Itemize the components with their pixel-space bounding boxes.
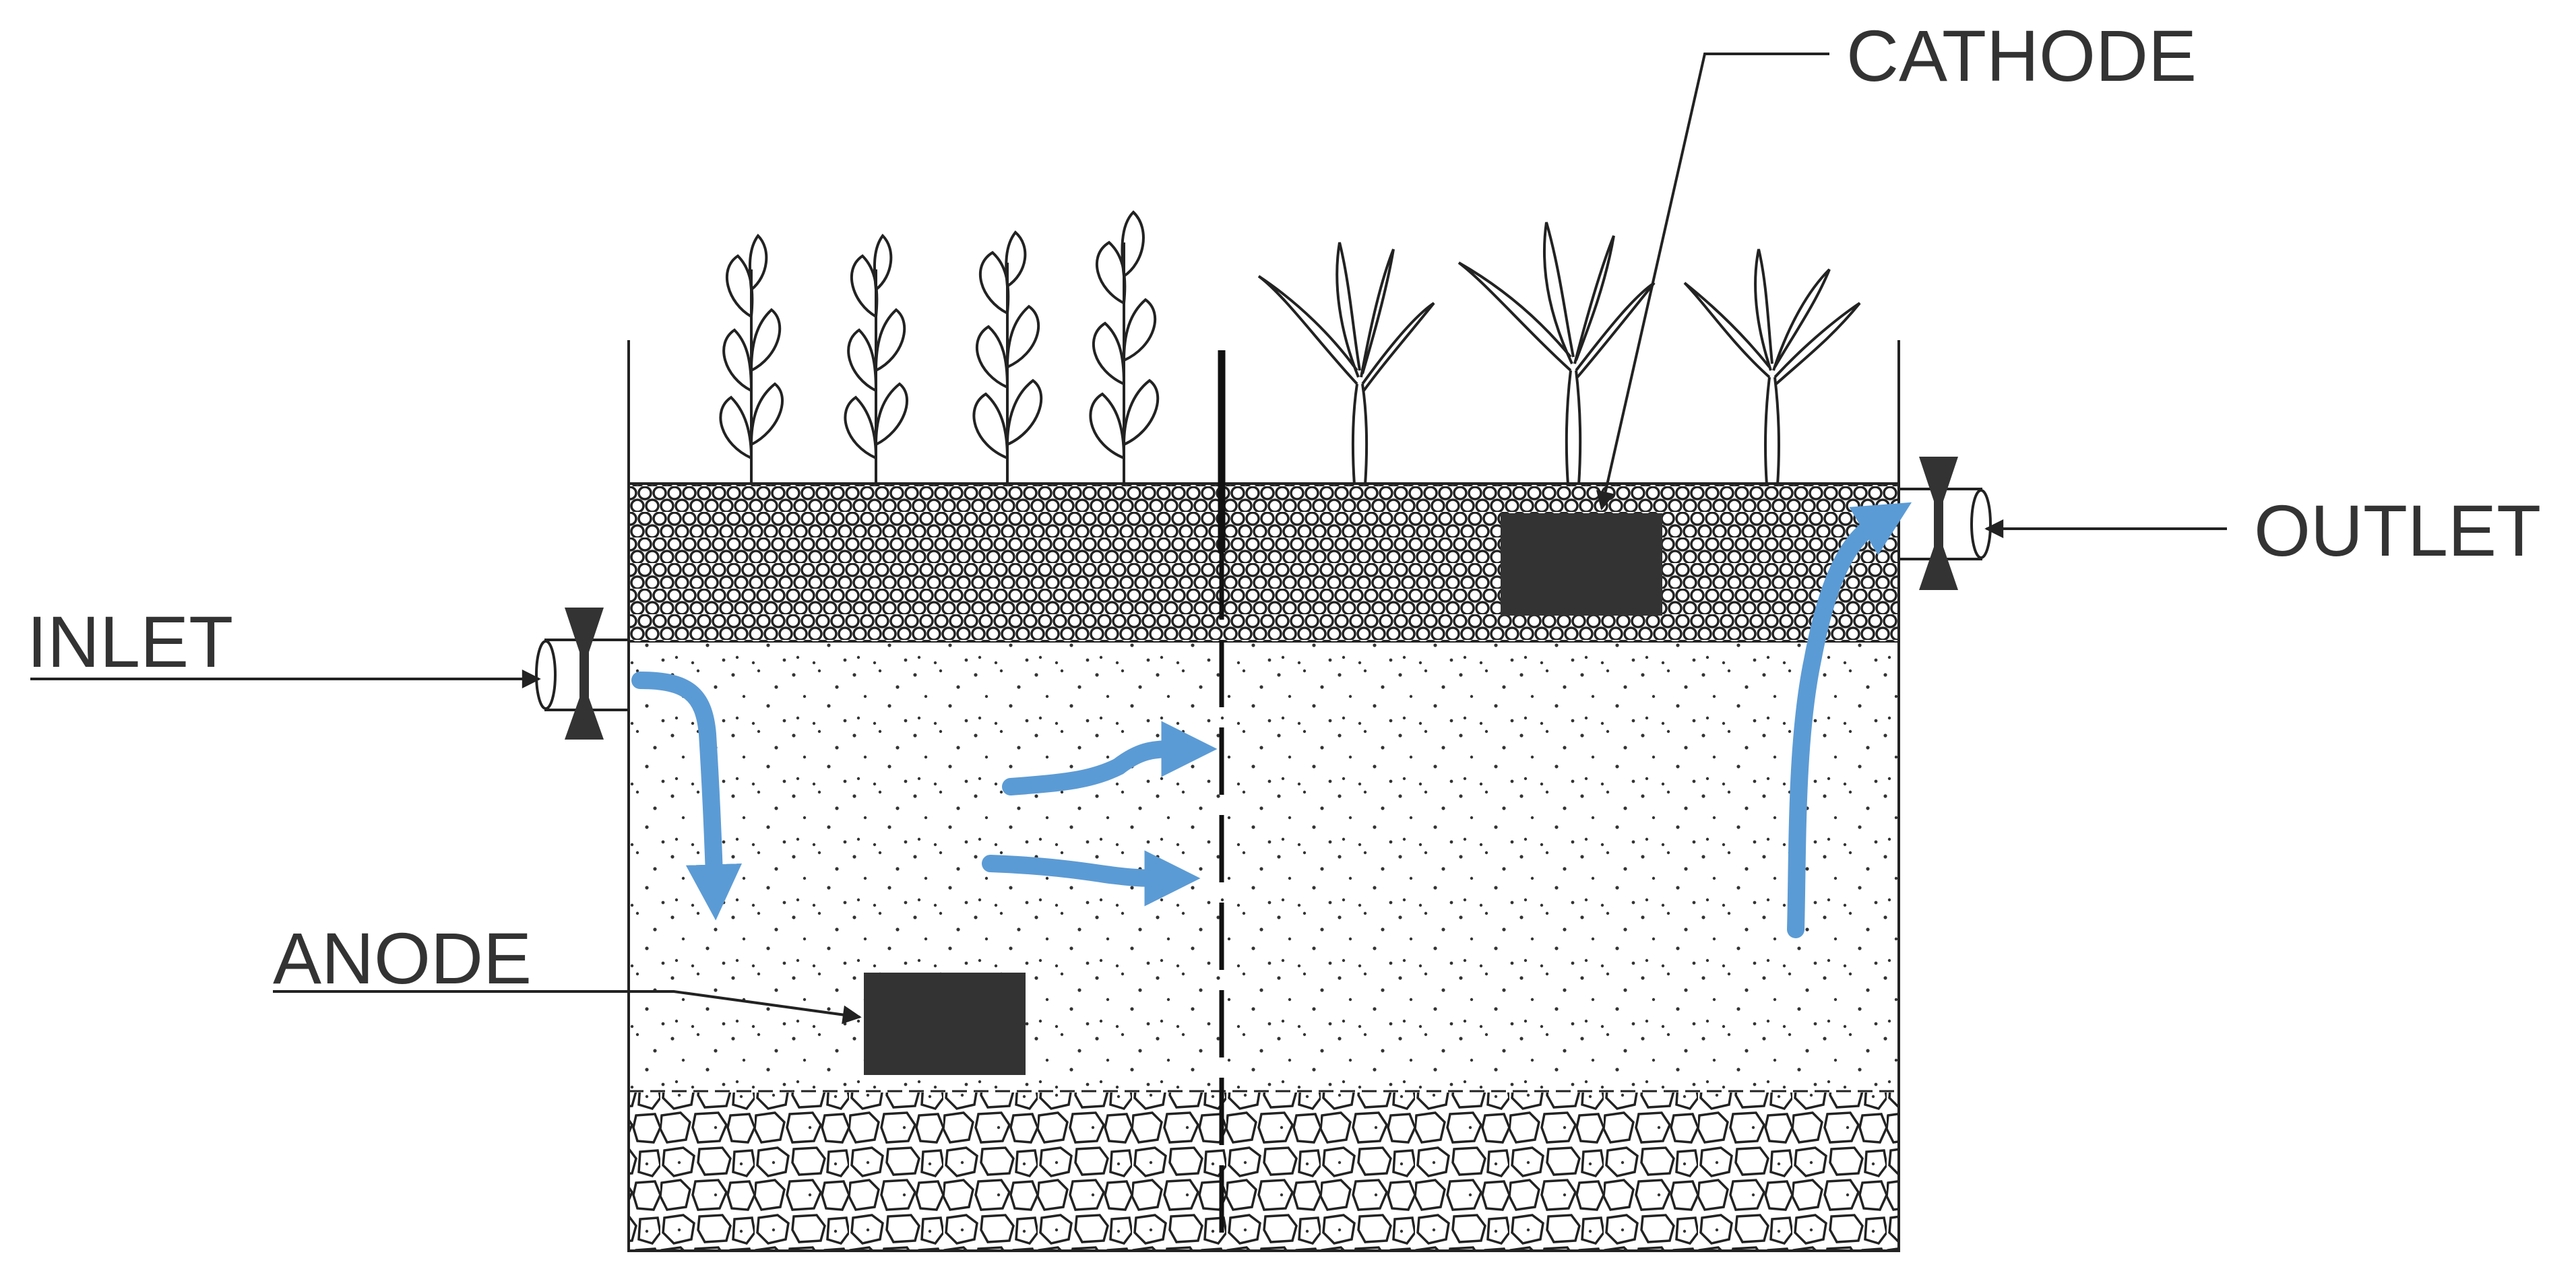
grass-plant-icon	[1257, 222, 1861, 486]
tank-wall	[627, 340, 1900, 1252]
cathode-electrode	[1501, 513, 1662, 616]
inlet-valve-icon	[535, 608, 630, 740]
flow-arrow-right-upper	[1002, 721, 1218, 795]
cathode-label: CATHODE	[1846, 15, 2197, 96]
flow-arrows	[631, 502, 1912, 938]
cathode-leader-line	[1596, 53, 1829, 511]
flow-arrow-down	[631, 672, 743, 921]
anode-label: ANODE	[273, 917, 532, 999]
inlet-label: INLET	[27, 601, 233, 682]
broadleaf-plant-icon	[719, 210, 1160, 485]
cobble-layer-bottom	[629, 1093, 1899, 1249]
sand-layer	[629, 643, 1899, 1091]
outlet-label: OUTLET	[2254, 490, 2541, 571]
flow-arrow-up	[1787, 502, 1912, 938]
anode-electrode	[864, 973, 1026, 1075]
gravel-layer-top	[627, 482, 1900, 644]
anode-leader-line	[273, 990, 862, 1024]
flow-arrow-right-lower	[982, 850, 1201, 907]
outlet-valve-icon	[1897, 457, 1992, 590]
